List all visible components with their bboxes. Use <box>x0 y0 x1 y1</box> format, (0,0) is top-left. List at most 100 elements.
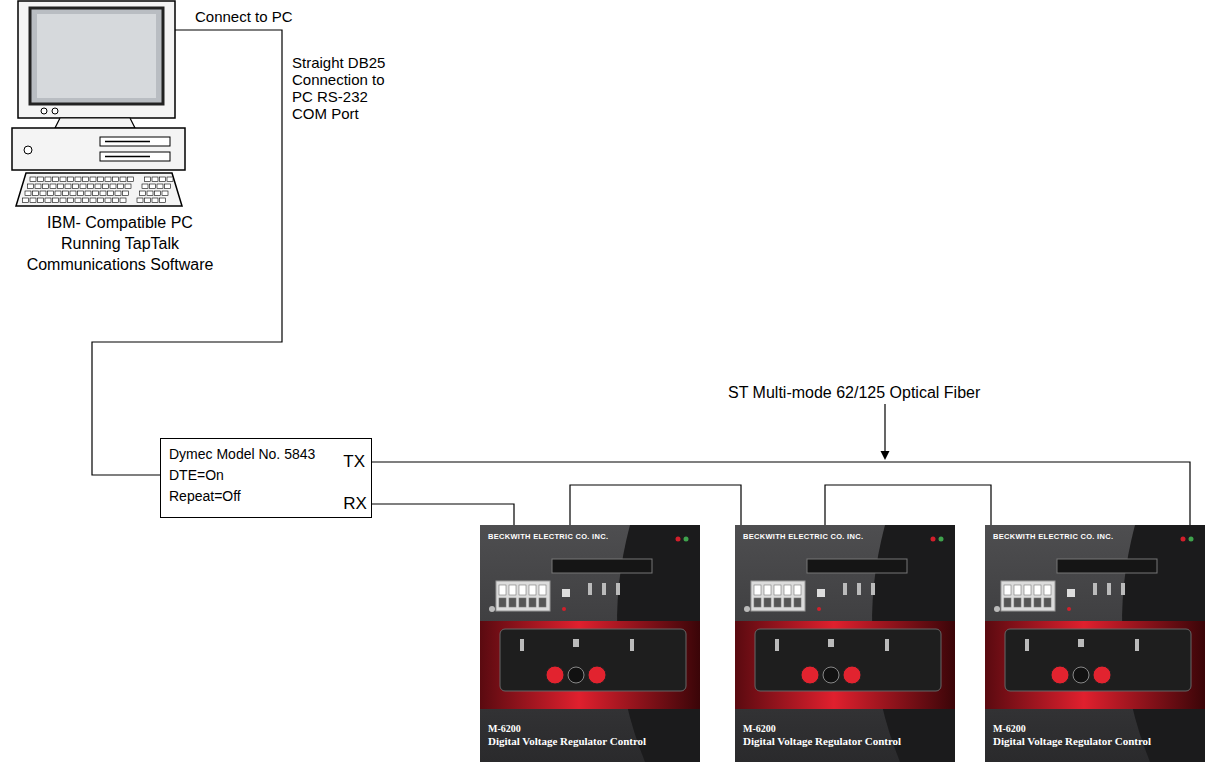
fiber-modem-box: Dymec Model No. 5843DTE=OnRepeat=Off TX RX <box>160 438 372 518</box>
keyboard-key <box>142 184 148 189</box>
keypad-key <box>509 585 516 595</box>
screw <box>744 606 750 612</box>
keyboard-key <box>60 198 66 203</box>
keyboard-key <box>50 184 56 189</box>
fiber-connector <box>825 485 991 525</box>
toggle-switch <box>1121 583 1125 595</box>
keyboard-key <box>23 198 29 203</box>
model-number: M-6200 <box>985 723 1205 735</box>
fiber-connector <box>570 485 741 525</box>
manufacturer-name: BECKWITH ELECTRIC CO. INC. <box>735 525 955 541</box>
power-button <box>24 146 32 154</box>
toggle-switch <box>573 639 579 647</box>
keyboard-key <box>90 177 96 182</box>
keyboard-key <box>145 198 151 203</box>
black-button <box>823 667 839 683</box>
drive-slot <box>105 141 150 143</box>
box-text-column: Dymec Model No. 5843DTE=OnRepeat=Off <box>161 439 323 517</box>
keypad-key <box>764 585 771 595</box>
keyboard-key <box>152 198 158 203</box>
lcd-display <box>552 559 652 573</box>
keyboard-key <box>125 184 131 189</box>
fiber-connector <box>372 462 1190 525</box>
keypad-key <box>1034 585 1041 595</box>
screw <box>489 606 495 612</box>
keyboard-key <box>162 191 168 196</box>
status-led <box>931 537 936 542</box>
black-button <box>1073 667 1089 683</box>
keyboard-key <box>140 191 146 196</box>
monitor-knob <box>41 108 47 114</box>
computer-caption: IBM- Compatible PC Running TapTalk Commu… <box>20 212 220 275</box>
keyboard-key <box>160 177 166 182</box>
keypad-key <box>529 585 536 595</box>
keyboard-key <box>75 198 81 203</box>
device-setting: DTE=On <box>169 465 315 486</box>
product-title: Digital Voltage Regulator Control <box>993 735 1151 748</box>
toggle-switch <box>857 583 861 595</box>
toggle-switch <box>828 639 834 647</box>
drive-bay <box>100 137 170 146</box>
keyboard-key <box>157 184 163 189</box>
toggle-switch <box>1107 583 1111 595</box>
keyboard-key <box>118 184 124 189</box>
keypad-key <box>1024 585 1031 595</box>
keypad-key <box>1004 598 1011 607</box>
keyboard-key <box>120 177 126 182</box>
keyboard-key <box>98 198 104 203</box>
lcd-display <box>807 559 907 573</box>
keypad-key <box>754 598 761 607</box>
toggle-switch <box>885 639 889 651</box>
keypad-key <box>519 598 526 607</box>
red-button <box>801 666 819 684</box>
device-setting: Repeat=Off <box>169 486 315 507</box>
toggle-switch <box>1093 583 1097 595</box>
keyboard-key <box>115 191 121 196</box>
keyboard-key <box>98 177 104 182</box>
keyboard-key <box>70 191 76 196</box>
keypad-key <box>539 585 546 595</box>
model-number: M-6200 <box>735 723 955 735</box>
keypad <box>496 581 550 611</box>
status-led <box>684 537 689 542</box>
keyboard-key <box>113 177 119 182</box>
monitor-knob <box>52 108 58 114</box>
keypad-key <box>794 585 801 595</box>
keyboard-key <box>30 198 36 203</box>
toggle-switch <box>616 583 620 595</box>
toggle-switch <box>1135 639 1139 651</box>
label-holder: Connect to PC <box>195 8 293 25</box>
keyboard-key <box>28 184 34 189</box>
keyboard <box>16 173 182 206</box>
keyboard-key <box>80 184 86 189</box>
label-holder: ST Multi-mode 62/125 Optical Fiber <box>728 383 980 402</box>
keyboard-key <box>45 177 51 182</box>
keypad-key <box>774 585 781 595</box>
port-label: TX <box>343 452 367 472</box>
port-label: RX <box>343 494 367 514</box>
enter-button <box>562 589 570 597</box>
keyboard-key <box>48 191 54 196</box>
manufacturer-name: BECKWITH ELECTRIC CO. INC. <box>985 525 1205 541</box>
keyboard-key <box>167 177 173 182</box>
red-band <box>735 621 955 709</box>
indicator-led <box>1067 607 1071 611</box>
keyboard-key <box>40 191 46 196</box>
model-number: M-6200 <box>480 723 700 735</box>
keypad-key <box>1044 585 1051 595</box>
keyboard-key <box>145 177 151 182</box>
keyboard-key <box>105 177 111 182</box>
lcd-display <box>1057 559 1157 573</box>
computer-node: IBM- Compatible PC Running TapTalk Commu… <box>0 0 240 282</box>
monitor-stand <box>55 118 135 128</box>
keyboard-key <box>38 177 44 182</box>
keyboard-key <box>65 184 71 189</box>
red-button <box>1093 666 1111 684</box>
keyboard-key <box>88 184 94 189</box>
keypad-key <box>539 598 546 607</box>
indicator-led <box>817 607 821 611</box>
product-title: Digital Voltage Regulator Control <box>743 735 901 748</box>
keyboard-key <box>123 191 129 196</box>
panel-face <box>735 525 955 762</box>
keypad-key <box>519 585 526 595</box>
